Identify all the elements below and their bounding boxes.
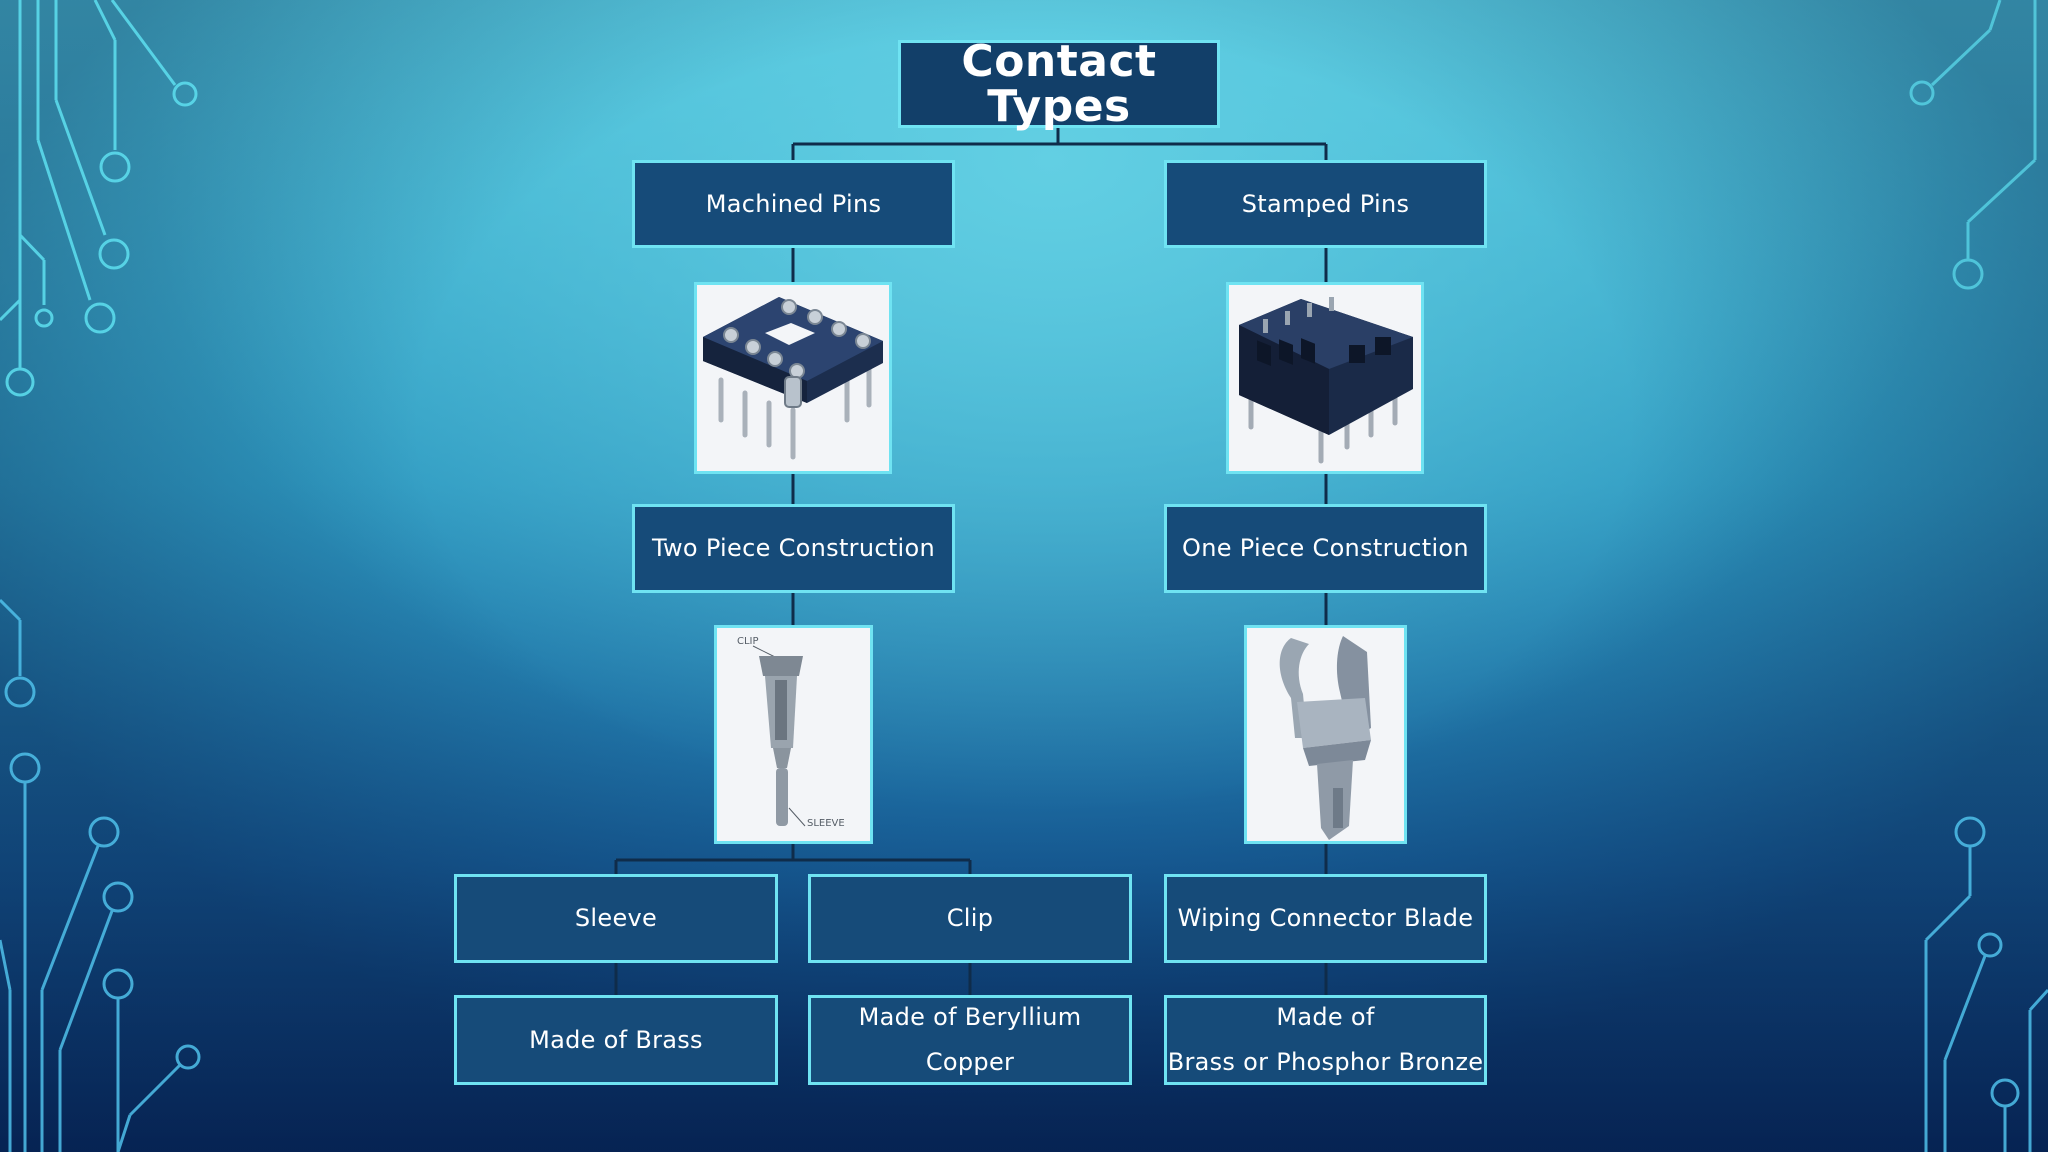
sleeve-material-box: Made of Brass: [454, 995, 778, 1085]
diagram-label-clip: CLIP: [737, 636, 759, 647]
stamped-socket-icon: [1239, 297, 1413, 464]
circuit-top-left-icon: [0, 0, 198, 397]
clip-box: Clip: [808, 874, 1132, 963]
machined-pin-image: CLIP SLEEVE: [714, 625, 873, 844]
sleeve-label: Sleeve: [574, 904, 658, 932]
machined-pins-label: Machined Pins: [705, 189, 882, 218]
two-piece-construction-label: Two Piece Construction: [651, 534, 935, 562]
machined-pin-icon: CLIP SLEEVE: [737, 636, 845, 829]
one-piece-construction-box: One Piece Construction: [1164, 504, 1487, 593]
sleeve-box: Sleeve: [454, 874, 778, 963]
blade-material-box: Made of Brass or Phosphor Bronze: [1164, 995, 1487, 1085]
blade-material-line2: Brass or Phosphor Bronze: [1167, 1048, 1484, 1076]
machined-socket-icon: [703, 297, 883, 460]
clip-label: Clip: [946, 904, 994, 932]
blade-material-line1: Made of: [1276, 1003, 1375, 1031]
stamped-blade-image: [1244, 625, 1407, 844]
circuit-bottom-left-icon: [0, 598, 201, 1152]
machined-socket-image: [694, 282, 892, 474]
wiping-connector-blade-box: Wiping Connector Blade: [1164, 874, 1487, 963]
stamped-socket-image: [1226, 282, 1424, 474]
page-title-text: Contact Types: [961, 36, 1157, 132]
page-title: Contact Types: [898, 36, 1220, 132]
stamped-pins-label: Stamped Pins: [1241, 189, 1410, 218]
stamped-blade-icon: [1279, 636, 1371, 840]
clip-material-label: Made of Beryllium Copper: [858, 1003, 1082, 1076]
circuit-bottom-right-icon: [1924, 816, 2048, 1152]
circuit-top-right-icon: [1909, 0, 2037, 290]
one-piece-construction-label: One Piece Construction: [1182, 534, 1469, 562]
stamped-pins-box: Stamped Pins: [1164, 160, 1487, 248]
wiping-connector-blade-label: Wiping Connector Blade: [1177, 904, 1474, 932]
sleeve-material-label: Made of Brass: [529, 1025, 703, 1054]
two-piece-construction-box: Two Piece Construction: [632, 504, 955, 593]
clip-material-box: Made of Beryllium Copper: [808, 995, 1132, 1085]
machined-pins-box: Machined Pins: [632, 160, 955, 248]
diagram-label-sleeve: SLEEVE: [807, 818, 845, 829]
